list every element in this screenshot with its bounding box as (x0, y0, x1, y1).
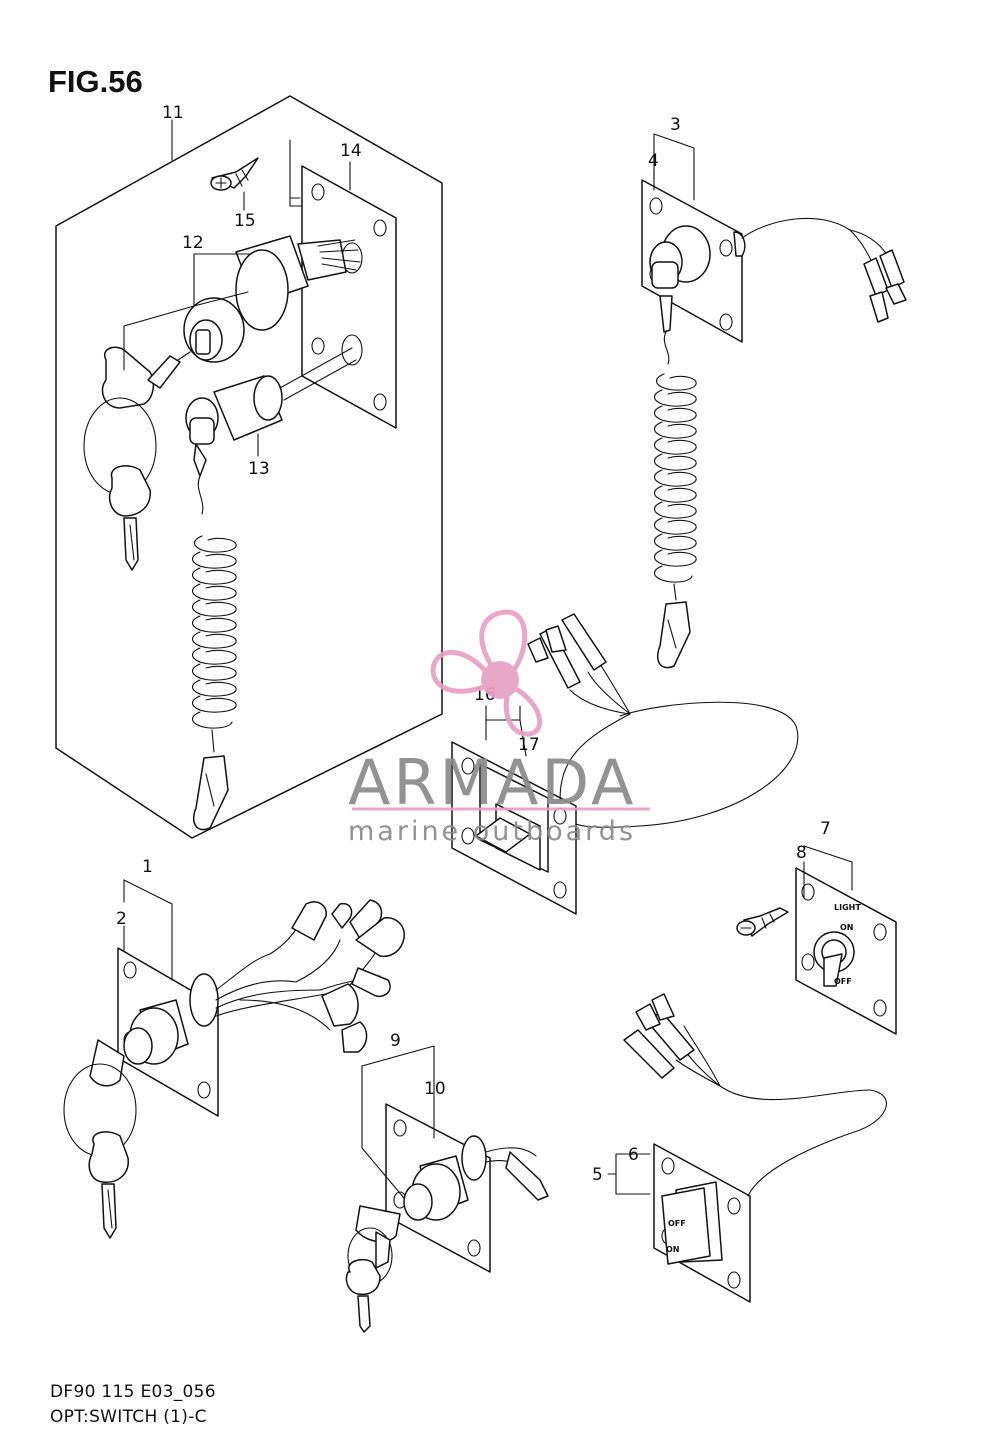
callout-14: 14 (340, 141, 362, 161)
on-label: ON (840, 923, 854, 932)
callout-3: 3 (670, 115, 681, 135)
rocker-switch-16 (451, 613, 799, 915)
footer-code: DF90 115 E03_056 (50, 1382, 216, 1402)
propeller-icon (430, 609, 543, 737)
footer-name: OPT:SWITCH (1)-C (50, 1407, 207, 1427)
screw-15 (210, 157, 259, 191)
off-label: OFF (834, 977, 852, 986)
callout-leaders (123, 119, 853, 1199)
kit-11-box (55, 95, 443, 839)
light-label: LIGHT (834, 903, 861, 912)
figure-title: FIG.56 (48, 64, 143, 99)
stop-switch-plate-3 (641, 179, 907, 669)
rocker-off-label: OFF (668, 1219, 686, 1228)
plate-14 (301, 165, 397, 429)
ignition-switch-plate-1 (63, 899, 405, 1239)
callout-7: 7 (820, 819, 831, 839)
callout-12: 12 (182, 233, 204, 253)
watermark-name: ARMADA (348, 746, 636, 819)
callout-15: 15 (234, 211, 256, 231)
callout-13: 13 (248, 459, 270, 479)
ignition-switch-12 (159, 235, 361, 373)
callout-5: 5 (592, 1165, 603, 1185)
rocker-switch-plate-5: OFF ON (623, 993, 887, 1303)
key-set-12 (83, 346, 181, 571)
callout-8: 8 (796, 843, 807, 863)
stop-switch-13 (185, 347, 357, 515)
callout-11: 11 (162, 103, 184, 123)
watermark: ARMADA marine outboards (348, 609, 650, 847)
watermark-tagline: marine outboards (348, 816, 636, 847)
light-switch-plate-7: LIGHT ON OFF (736, 867, 897, 1035)
callout-1: 1 (142, 857, 153, 877)
lanyard-coil-13 (191, 535, 237, 831)
callout-2: 2 (116, 909, 127, 929)
callout-4: 4 (648, 151, 659, 171)
callout-17: 17 (518, 735, 540, 755)
ignition-switch-plate-9 (345, 1103, 549, 1333)
callout-10: 10 (424, 1079, 446, 1099)
callout-9: 9 (390, 1031, 401, 1051)
callout-6: 6 (628, 1145, 639, 1165)
rocker-on-label: ON (666, 1245, 680, 1254)
